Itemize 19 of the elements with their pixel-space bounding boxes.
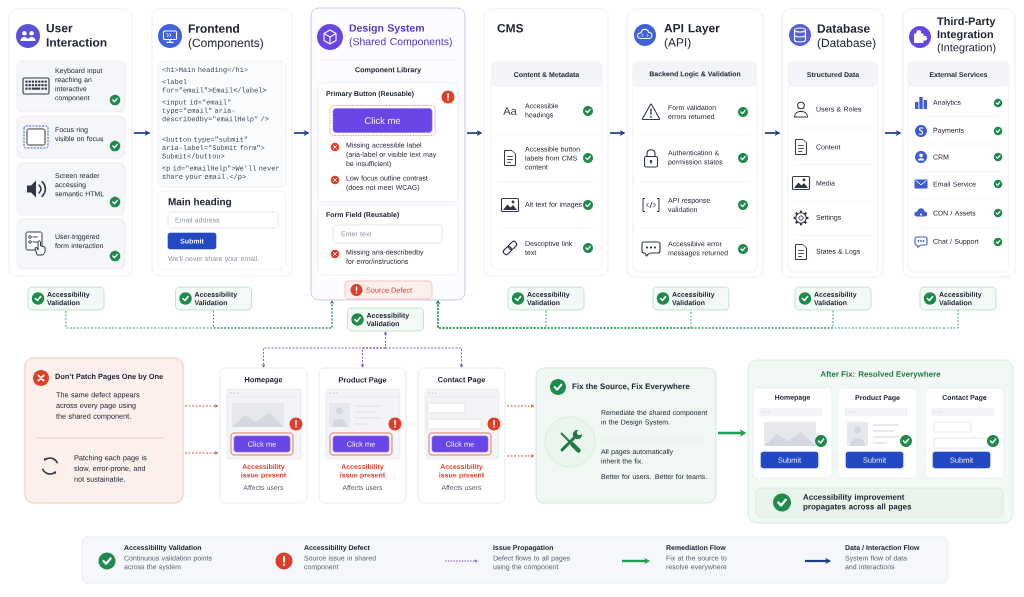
column-title: Database (Database)	[817, 24, 876, 50]
button: Click me	[332, 108, 433, 133]
font-icon: Aa	[503, 107, 517, 115]
dashed-arrow	[383, 331, 388, 349]
column-title: Third-Party Integration (Integration)	[937, 17, 996, 54]
column-title: Frontend (Components)	[188, 24, 263, 50]
column-title: User Interaction	[46, 24, 107, 47]
dashed-arrow	[213, 300, 334, 329]
dashed-arrow	[506, 404, 535, 408]
dashed-arrow	[184, 451, 219, 455]
dashed-arrow	[360, 347, 386, 368]
dashed-arrow	[184, 404, 219, 408]
dashed-arrow	[385, 347, 464, 368]
column-title: Design System (Shared Components)	[349, 24, 452, 48]
column-title: API Layer (API)	[664, 24, 720, 50]
dashed-arrow	[436, 300, 959, 329]
column-title: CMS	[497, 24, 524, 33]
dashed-arrow	[506, 454, 535, 458]
heading: Main heading	[168, 198, 231, 208]
